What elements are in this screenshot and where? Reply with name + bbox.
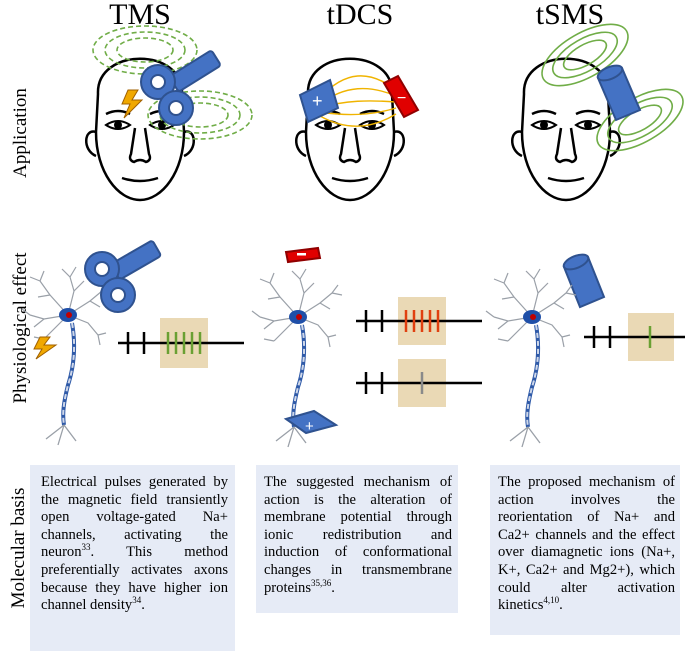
tdcs-cathode-sign: − xyxy=(397,90,406,107)
physiological-row-graphics: + xyxy=(20,240,685,449)
tdcs-spike-train-anodal xyxy=(354,359,484,407)
tms-pulse-lightning-icon xyxy=(121,89,144,119)
tdcs-anode-sign-2: + xyxy=(305,418,314,435)
tdcs-anode-electrode: + xyxy=(298,78,340,124)
tdcs-cathode-electrode: − xyxy=(382,74,420,119)
tdcs-molecular-text: The suggested mechanism of action is the… xyxy=(264,474,452,596)
tsms-molecular-text: The proposed mechanism of action involve… xyxy=(498,474,675,614)
tms-neuron xyxy=(20,265,114,447)
tms-spike-train xyxy=(116,318,246,368)
tms-magnetic-field xyxy=(92,25,253,140)
column-title-tdcs: tDCS xyxy=(326,0,394,31)
tms-molecular-panel xyxy=(30,465,235,651)
tms-molecular-text: Electrical pulses generated by the magne… xyxy=(41,474,228,614)
tms-coil-icon xyxy=(140,50,221,126)
tdcs-anode-electrode-2: + xyxy=(283,409,339,435)
column-title-tsms: tSMS xyxy=(535,0,605,31)
tdcs-anode-sign: + xyxy=(312,91,323,111)
tsms-magnet-icon-2 xyxy=(562,253,606,309)
tsms-neuron xyxy=(484,267,578,449)
tdcs-head xyxy=(294,57,406,202)
tms-coil-icon-2 xyxy=(84,240,162,313)
tdcs-spike-train-cathodal xyxy=(354,297,484,345)
row-label-molecular-basis: Molecular basis xyxy=(8,487,29,609)
application-row-graphics: + − xyxy=(84,23,684,202)
tdcs-molecular-panel xyxy=(256,465,458,613)
tsms-molecular-panel xyxy=(490,465,680,635)
tms-pulse-lightning-icon-2 xyxy=(33,336,58,360)
tsms-spike-train xyxy=(582,313,685,361)
tdcs-cathode-electrode-2 xyxy=(284,246,322,264)
tsms-magnet-icon xyxy=(596,64,642,122)
